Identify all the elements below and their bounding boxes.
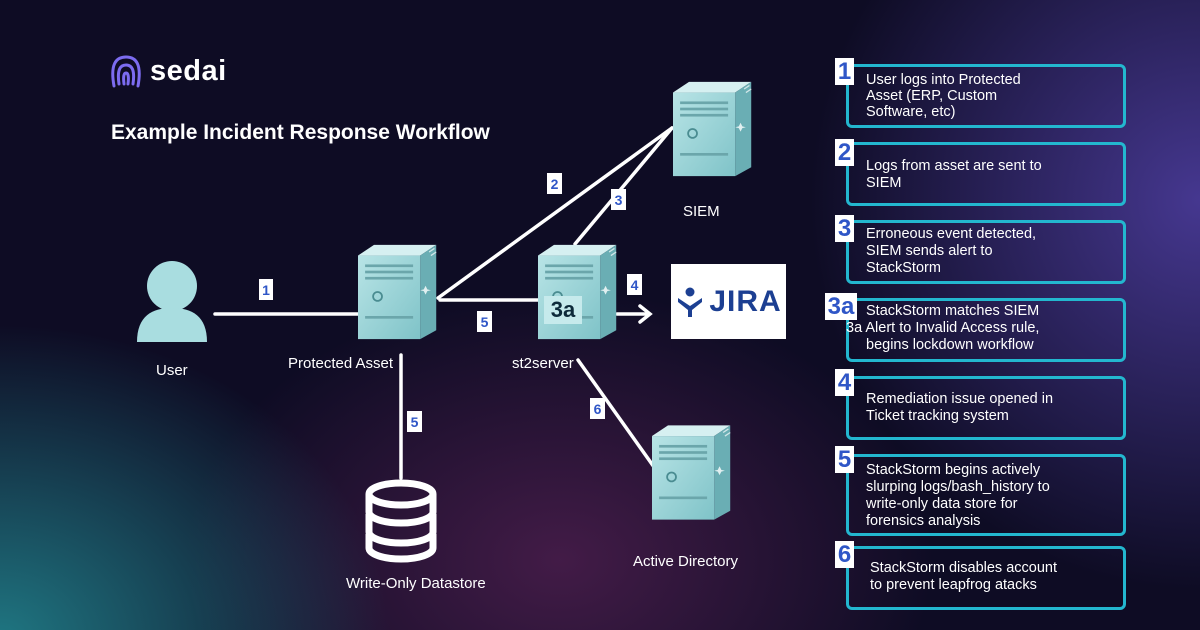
step-text-line: Remediation issue opened in [866,391,1054,407]
edge-st2-siem [573,126,674,246]
step-text-line: StackStorm begins actively [866,462,1041,478]
step-card-border [846,376,1126,440]
page-title: Example Incident Response Workflow [111,121,490,144]
step-card-border [846,298,1126,362]
active-directory-server-icon [652,424,732,521]
jira-figure-icon [678,287,703,317]
step-number: 2 [835,139,854,166]
step-text-line: StackStorm [866,260,941,276]
step-number: 5 [835,446,854,473]
step-text-line: to prevent leapfrog atacks [870,577,1037,593]
step-text-line: SIEM sends alert to [866,243,993,259]
node-label-datastore: Write-Only Datastore [346,575,486,592]
step-text-line: begins lockdown workflow [866,337,1034,353]
step-card-border [846,546,1126,610]
edge-badge-5a: 5 [477,311,492,332]
step-text-line: StackStorm matches SIEM [866,303,1040,319]
node-label-active-directory: Active Directory [633,553,739,570]
step-text-line: Erroneous event detected, [866,226,1037,242]
edge-st2-jira-arrowhead [638,304,653,324]
step-text-line: User logs into Protected [866,72,1021,88]
step-text-line: Software, etc) [866,104,956,120]
protected-asset-server-icon [358,243,438,341]
node-label-protected-asset: Protected Asset [288,355,394,372]
jira-logo: JIRA [671,264,786,339]
sedai-logo-mark [111,55,141,88]
database-icon [365,479,437,563]
step-number: 1 [835,58,854,85]
step-number: 3 [835,215,854,242]
edge-badge-3: 3 [611,189,626,210]
step-card-border [846,142,1126,206]
node-label-siem: SIEM [683,203,720,220]
step-text-line: SIEM [866,175,902,191]
edge-badge-1: 1 [259,279,273,300]
jira-text: JIRA [709,284,782,318]
step-text-line: Ticket tracking system [866,408,1009,424]
step-card-border [846,220,1126,284]
step-text-line: Logs from asset are sent to [866,158,1042,174]
edge-badge-6: 6 [590,398,605,419]
edge-asset-siem [436,126,674,300]
step-text-line: forensics analysis [866,513,981,529]
siem-server-icon [673,80,753,178]
node-label-st2server: st2server [512,355,574,372]
st2server-step-badge: 3a [544,296,582,324]
step-number: 3a [825,293,857,320]
step-text-line: write-only data store for [866,496,1018,512]
node-label-user: User [156,362,188,379]
edge-st2-ad [576,358,656,469]
edge-badge-4: 4 [627,274,642,295]
step-card-border [846,64,1126,128]
step-card-border [846,454,1126,536]
step-text-line: slurping logs/bash_history to [866,479,1050,495]
step-text-line: 3a Alert to Invalid Access rule, [846,320,1040,336]
brand-name: sedai [150,55,227,87]
brand: sedai [150,55,227,88]
step-number: 4 [835,369,854,396]
edge-badge-2: 2 [547,173,562,194]
edge-badge-5b: 5 [407,411,422,432]
st2server-icon [538,243,618,341]
step-number: 6 [835,541,854,568]
step-text-line: Asset (ERP, Custom [866,88,998,104]
step-text-line: StackStorm disables account [870,560,1057,576]
user-icon [137,261,207,342]
